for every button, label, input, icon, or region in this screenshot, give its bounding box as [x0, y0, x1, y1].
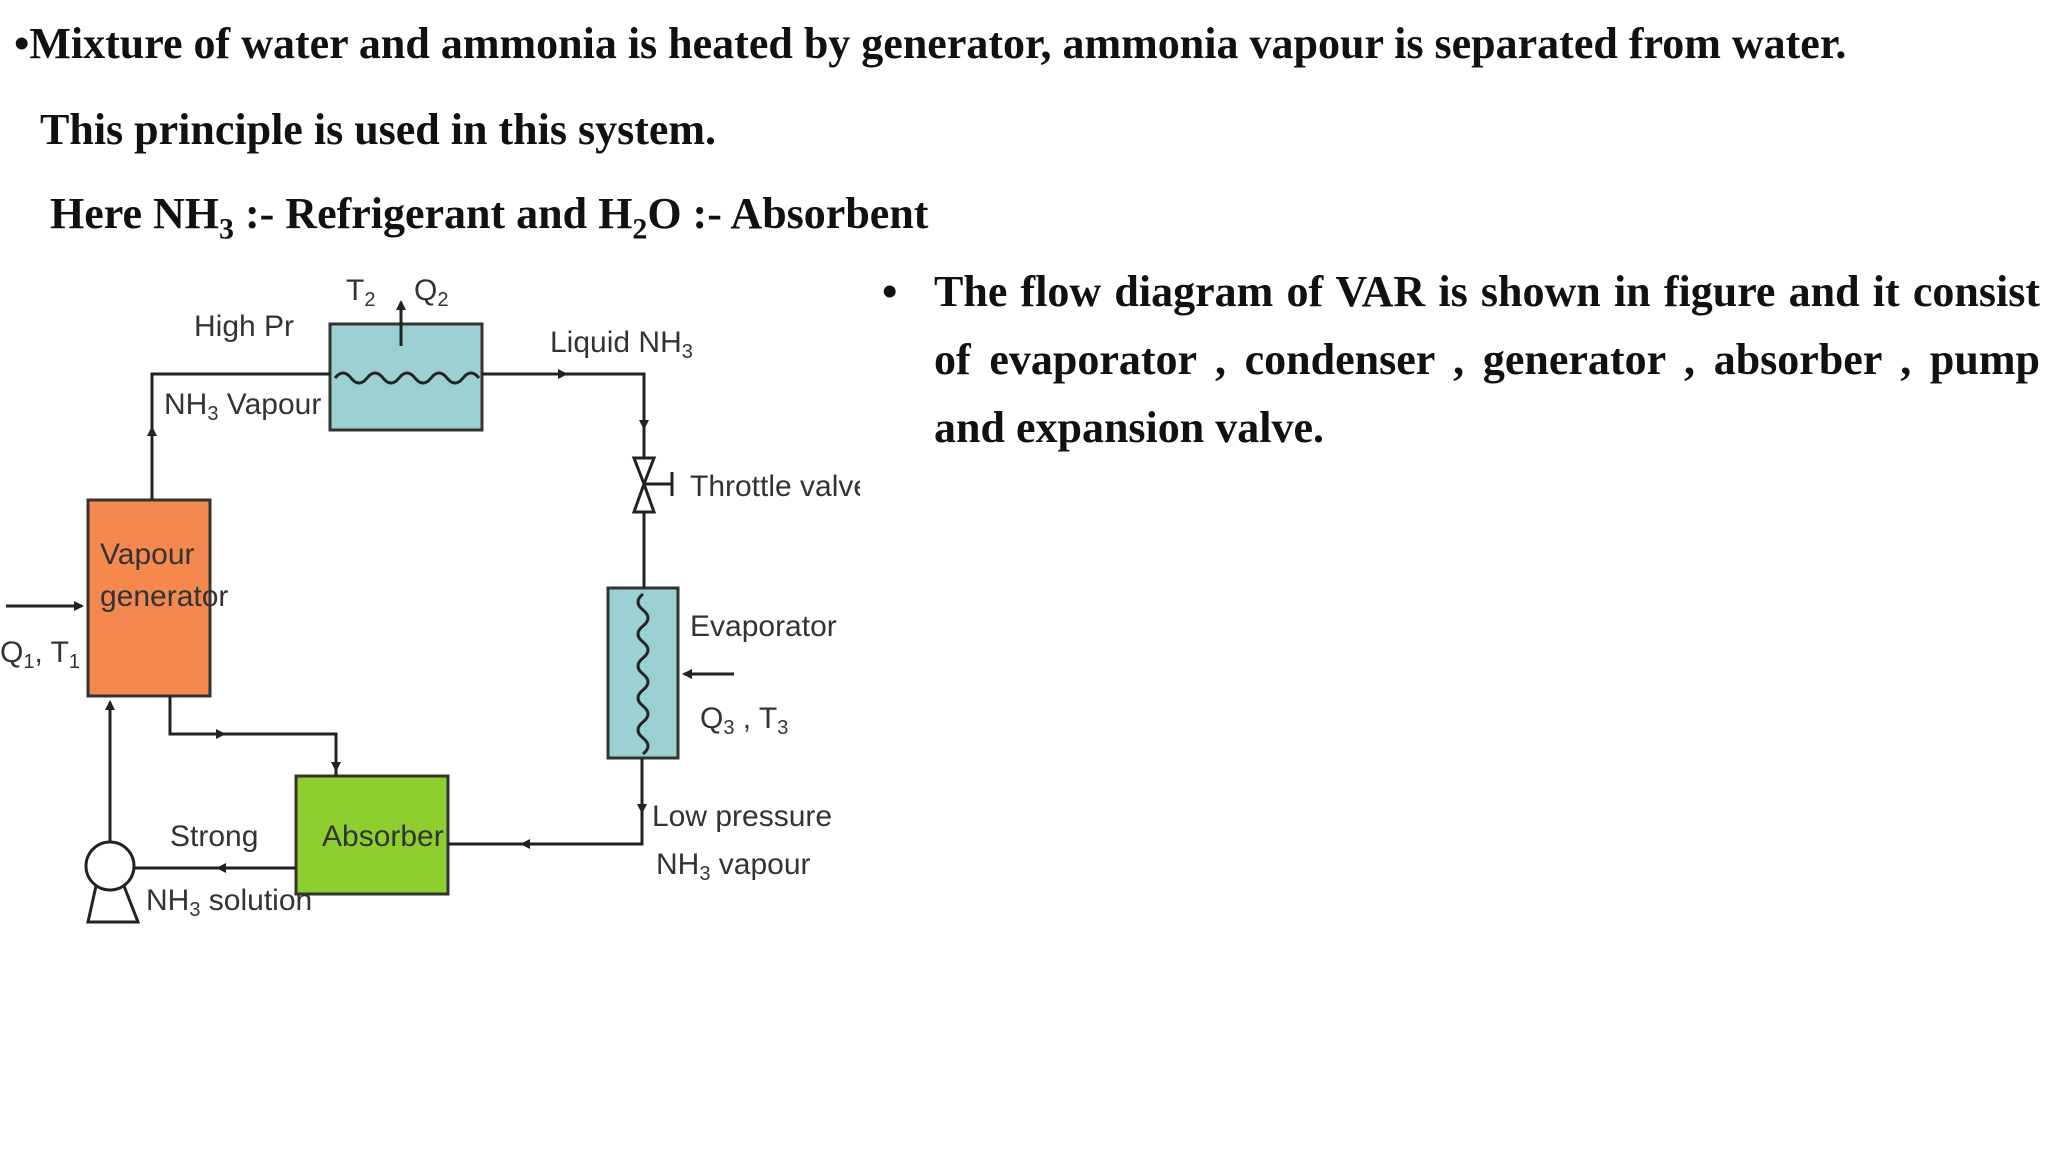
label-q1-t1: Q1, T1 [0, 636, 80, 673]
var-flow-diagram: High Pr NH3 Vapour T2 Q2 Liquid NH3 Thro… [0, 274, 860, 924]
bullet-text: The flow diagram of VAR is shown in figu… [934, 267, 2040, 452]
evaporator-coil [636, 592, 650, 756]
intro-line-3: Here NH3 :- Refrigerant and H2O :- Absor… [50, 189, 929, 246]
label-q3-t3: Q3 , T3 [700, 702, 788, 739]
label-evaporator: Evaporator [690, 610, 837, 643]
vapour-line [150, 372, 330, 500]
label-strong: Strong [170, 820, 258, 853]
throttle-valve-symbol-bottom [631, 479, 657, 514]
pump-symbol [84, 840, 136, 892]
condenser-box [328, 322, 484, 432]
label-nh3-solution: NH3 solution [146, 884, 312, 921]
label-vapour-generator-1: Vapour [100, 538, 195, 571]
intro-line-1: •Mixture of water and ammonia is heated … [14, 19, 1847, 68]
label-vapour-generator-2: generator [100, 580, 228, 613]
label-throttle-valve: Throttle valve [690, 470, 860, 503]
label-low-nh3-vapour: NH3 vapour [656, 848, 811, 885]
condenser-coil [333, 371, 481, 385]
intro-line-2: This principle is used in this system. [40, 105, 717, 154]
label-high-pr: High Pr [194, 310, 294, 343]
label-liquid-nh3: Liquid NH3 [550, 326, 693, 363]
label-absorber: Absorber [322, 820, 444, 853]
label-t2: T2 [346, 274, 375, 311]
throttle-valve-symbol-top [631, 456, 657, 489]
absorber-box [294, 774, 450, 896]
bullet-marker: • [882, 267, 898, 316]
vapour-generator-box [86, 498, 212, 698]
label-q2: Q2 [414, 274, 448, 311]
description-bullet: • The flow diagram of VAR is shown in fi… [882, 258, 2040, 462]
liquid-line [482, 372, 646, 458]
weak-solution-line [168, 696, 338, 776]
label-low-pressure: Low pressure [652, 800, 832, 833]
label-nh3-vapour: NH3 Vapour [164, 388, 321, 425]
pump-base [86, 885, 141, 924]
low-pressure-line [448, 758, 644, 846]
